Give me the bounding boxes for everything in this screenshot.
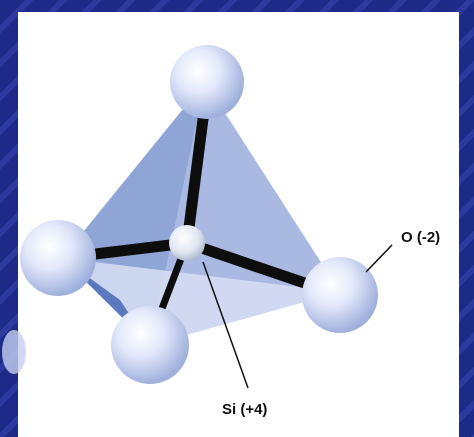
oxygen-atom-right [302, 257, 378, 333]
silicon-atom [169, 225, 205, 261]
oxygen-atom-top [170, 45, 244, 119]
oxygen-atoms [20, 45, 378, 384]
silicon-leader-line [202, 261, 249, 389]
oxygen-leader-line [365, 244, 393, 273]
partial-oxygen-atom [2, 330, 26, 374]
silicon-label: Si (+4) [222, 401, 267, 418]
oxygen-atom-left [20, 220, 96, 296]
oxygen-label: O (-2) [401, 229, 440, 246]
oxygen-atom-bottom [111, 306, 189, 384]
